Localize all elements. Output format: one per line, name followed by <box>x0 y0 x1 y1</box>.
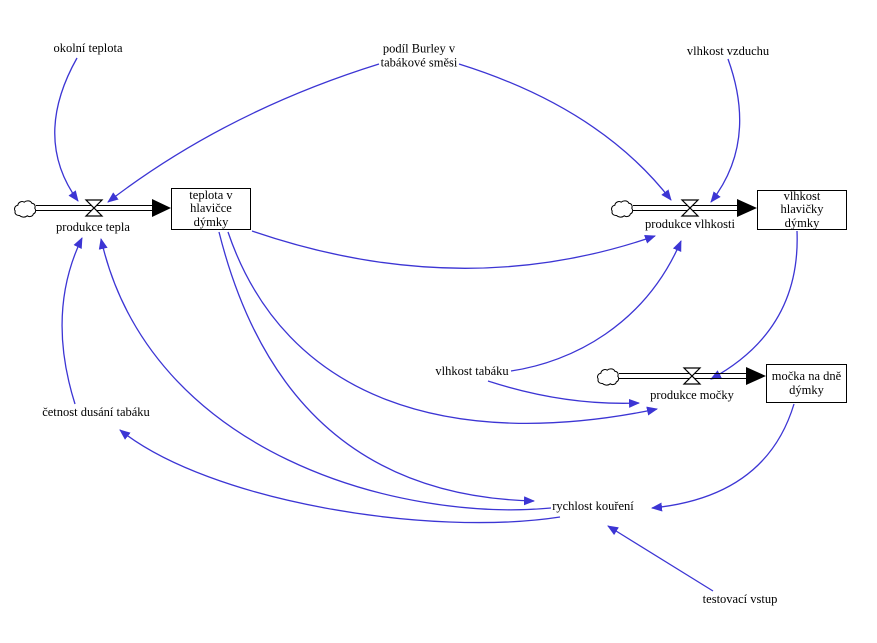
link-podil-burley-to-produkce-tepla[interactable] <box>107 63 380 203</box>
link-vlhkost-hlavicky-to-produkce-mocky[interactable] <box>710 230 798 380</box>
flow-pipe-produkce-mocky[interactable] <box>619 372 746 380</box>
link-vlhkost-vzduchu-to-produkce-vlhkosti[interactable] <box>710 58 741 203</box>
flow-arrowhead-produkce-vlhkosti <box>737 199 757 217</box>
link-testovaci-vstup-to-rychlost-koureni[interactable] <box>607 525 714 592</box>
aux-vlhkost-vzduchu[interactable]: vlhkost vzduchu <box>686 43 770 58</box>
flow-pipe-produkce-vlhkosti[interactable] <box>633 204 737 212</box>
aux-cetnost-dusani-tabaku[interactable]: četnost dusání tabáku <box>42 404 150 419</box>
link-cetnost-dusani-to-produkce-tepla[interactable] <box>61 237 83 405</box>
cloud-source-produkce-mocky-icon[interactable] <box>597 368 620 386</box>
link-teplota-to-produkce-mocky[interactable] <box>227 231 658 424</box>
aux-okolni-teplota[interactable]: okolní teplota <box>53 40 123 55</box>
link-vlhkost-tabaku-to-produkce-vlhkosti[interactable] <box>510 240 682 372</box>
flow-arrowhead-produkce-tepla <box>152 199 171 217</box>
flow-arrowhead-produkce-mocky <box>746 367 766 385</box>
valve-produkce-mocky-icon[interactable] <box>682 367 702 385</box>
stock-mocka-na-dne-dymky[interactable]: močka na dně dýmky <box>766 364 847 403</box>
cloud-source-produkce-tepla-icon[interactable] <box>14 200 37 218</box>
flow-label-produkce-vlhkosti[interactable]: produkce vlhkosti <box>645 216 735 231</box>
link-rychlost-koureni-to-produkce-tepla[interactable] <box>98 238 552 511</box>
valve-produkce-vlhkosti-icon[interactable] <box>680 199 700 217</box>
link-okolni-teplota-to-produkce-tepla[interactable] <box>54 57 79 202</box>
link-rychlost-koureni-to-cetnost-dusani[interactable] <box>119 429 561 524</box>
link-mocka-to-rychlost-koureni[interactable] <box>651 403 795 512</box>
flow-label-produkce-tepla[interactable]: produkce tepla <box>56 219 130 234</box>
aux-testovaci-vstup[interactable]: testovací vstup <box>702 591 778 606</box>
link-teplota-to-rychlost-koureni[interactable] <box>218 231 535 506</box>
aux-rychlost-koureni[interactable]: rychlost kouření <box>552 498 634 513</box>
link-podil-burley-to-produkce-vlhkosti[interactable] <box>458 63 672 201</box>
valve-produkce-tepla-icon[interactable] <box>84 199 104 217</box>
stock-vlhkost-hlavicky-dymky[interactable]: vlhkost hlavičky dýmky <box>757 189 847 230</box>
flow-label-produkce-mocky[interactable]: produkce močky <box>650 387 734 402</box>
stock-teplota-v-hlavicce-dymky[interactable]: teplota v hlavičce dýmky <box>171 188 251 230</box>
link-teplota-to-produkce-vlhkosti[interactable] <box>251 230 656 269</box>
aux-vlhkost-tabaku[interactable]: vlhkost tabáku <box>435 363 509 378</box>
link-vlhkost-tabaku-to-produkce-mocky[interactable] <box>487 380 640 408</box>
cloud-source-produkce-vlhkosti-icon[interactable] <box>611 200 634 218</box>
aux-podil-burley[interactable]: podíl Burley v tabákové směsi <box>380 41 458 70</box>
